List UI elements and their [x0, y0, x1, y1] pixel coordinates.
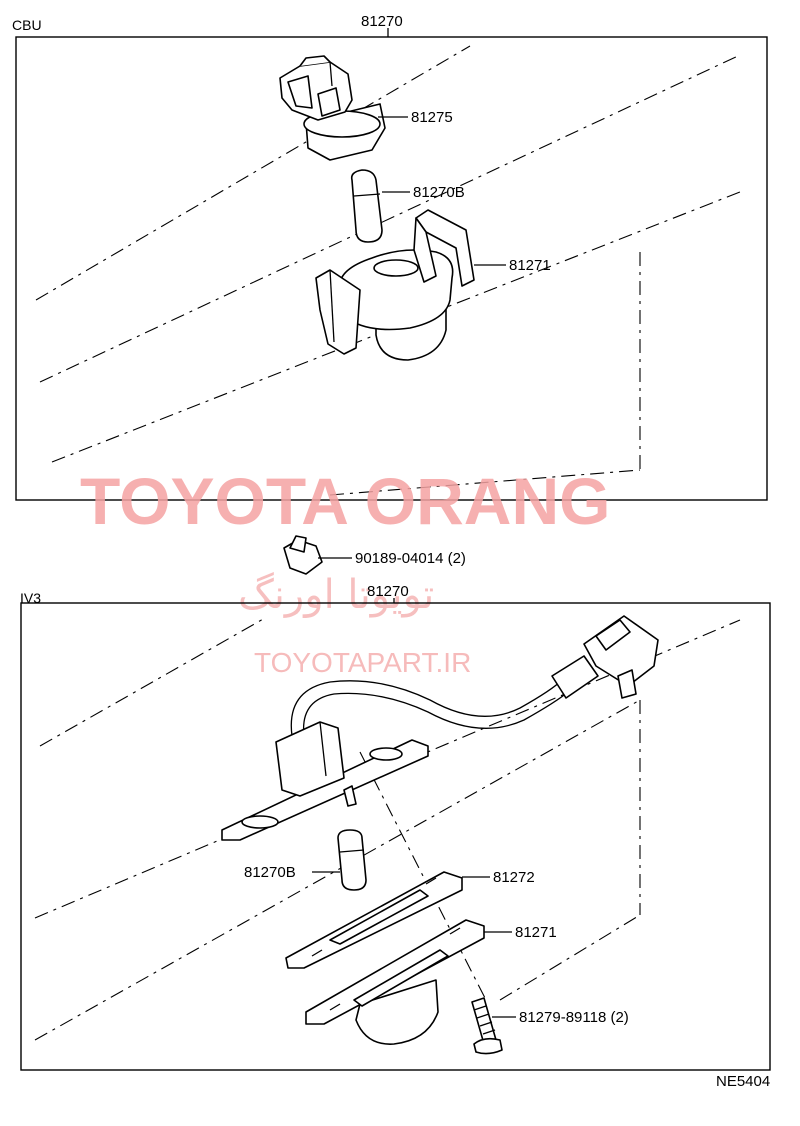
cbu-guide-line-3 [51, 189, 746, 463]
cbu-guide-line-1 [35, 45, 471, 301]
iv3-bulb-81270b-drawing [337, 829, 367, 891]
iv3-assembly-number: 81270 [367, 583, 409, 600]
iv3-section: 90189-04014 (2) IV3 81270 [20, 535, 771, 1071]
gasket-81272-label: 81272 [493, 869, 535, 886]
iv3-section-tag: IV3 [20, 590, 41, 606]
cbu-assembly-number: 81270 [361, 13, 403, 30]
socket-81275-drawing [279, 55, 386, 161]
watermark-persian: تویوتا اورنگ [238, 572, 434, 618]
socket-81275-label: 81275 [411, 109, 453, 126]
lens-81271-drawing [315, 209, 475, 361]
clip-90189-drawing [283, 535, 323, 575]
iv3-lens-81271-label: 81271 [515, 924, 557, 941]
cbu-frame [15, 36, 768, 501]
base-plate-drawing [221, 721, 429, 841]
diagram-code: NE5404 [716, 1073, 770, 1090]
iv3-bulb-81270b-label: 81270B [244, 864, 296, 881]
iv3-frame [20, 602, 771, 1071]
iv3-lens-81271-drawing [305, 919, 485, 1045]
bulb-81270b-drawing [350, 169, 383, 243]
iv3-guide-line-1 [39, 617, 266, 747]
cbu-guide-line-2 [39, 54, 741, 383]
wire-harness-drawing [290, 615, 659, 737]
screw-81279-label: 81279-89118 (2) [519, 1009, 629, 1026]
gasket-81272-drawing [285, 871, 463, 969]
screw-81279-drawing [471, 997, 503, 1055]
iv3-guide-line-6 [499, 914, 641, 1001]
watermark-brand: TOYOTA ORANG [80, 464, 610, 538]
bulb-81270b-label: 81270B [413, 184, 465, 201]
watermark: TOYOTA ORANG تویوتا اورنگ TOYOTAPART.IR [80, 464, 610, 678]
clip-90189-label: 90189-04014 (2) [355, 550, 466, 567]
lens-81271-label: 81271 [509, 257, 551, 274]
cbu-guide-line-4 [329, 469, 641, 496]
watermark-site: TOYOTAPART.IR [254, 647, 471, 678]
cbu-section: CBU 81270 81275 81270B [12, 13, 768, 501]
cbu-section-tag: CBU [12, 17, 42, 33]
